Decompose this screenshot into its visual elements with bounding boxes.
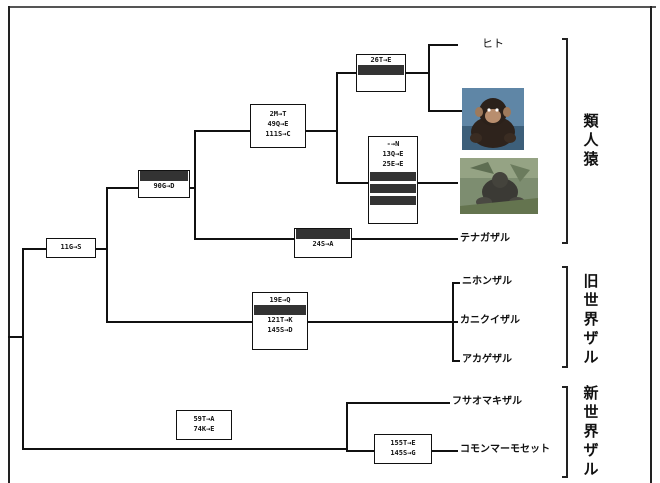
mutation-label bbox=[370, 184, 416, 193]
bracket-great-apes bbox=[562, 38, 568, 244]
leaf-human: ヒト bbox=[482, 38, 504, 50]
root-stub bbox=[8, 336, 22, 338]
branch-chimp bbox=[428, 110, 462, 112]
frame-top-border bbox=[8, 6, 656, 8]
node-marmoset-mutations: 155T→E 145S→G bbox=[374, 434, 432, 464]
leaf-capuchin: フサオマキザル bbox=[452, 396, 522, 408]
newworld-vertical bbox=[346, 402, 348, 452]
great-apes-vertical bbox=[336, 72, 338, 182]
mutation-label bbox=[370, 172, 416, 181]
node-great-apes-mutations: 2M→T 49Q→E 111S→C bbox=[250, 104, 306, 148]
leaf-gibbon: テナガザル bbox=[460, 233, 510, 245]
node-gorilla-mutations: -→N 13Q→E 25E→E bbox=[368, 136, 418, 224]
mutation-label: 2M→T bbox=[251, 109, 305, 119]
mutation-label: 19E→Q bbox=[253, 295, 307, 305]
group-label-new-world-monkeys: 新 世 界 ザ ル bbox=[582, 384, 600, 479]
mutation-label bbox=[254, 305, 306, 315]
frame-left-border bbox=[8, 6, 10, 483]
old-world-vertical bbox=[452, 282, 454, 360]
branch-root-newworld bbox=[22, 448, 346, 450]
node-apes-mutations: 90G→D bbox=[138, 170, 190, 198]
apes-vertical bbox=[194, 130, 196, 238]
mutation-label: 11G→S bbox=[47, 242, 95, 252]
leaf-marmoset: コモンマーモセット bbox=[460, 444, 550, 456]
node-human-chimp-mutations: 26T→E bbox=[356, 54, 406, 92]
mutation-label: 111S→C bbox=[251, 129, 305, 139]
group-label-old-world-monkeys: 旧 世 界 ザ ル bbox=[582, 272, 600, 367]
node-old-world-mutations: 19E→Q 121T→K 145S→D bbox=[252, 292, 308, 350]
mutation-label: 59T→A bbox=[177, 414, 231, 424]
bracket-old-world bbox=[562, 266, 568, 368]
gorilla-photo bbox=[460, 158, 538, 214]
mutation-label: 74K→E bbox=[177, 424, 231, 434]
branch-rhesus bbox=[452, 360, 460, 362]
branch-japanese-macaque bbox=[452, 282, 460, 284]
mutation-label bbox=[296, 229, 350, 239]
frame-right-border bbox=[650, 6, 652, 483]
mutation-label: 25E→E bbox=[369, 159, 417, 169]
branch-capuchin bbox=[346, 402, 450, 404]
mutation-label: 49Q→E bbox=[251, 119, 305, 129]
mutation-label: -→N bbox=[369, 139, 417, 149]
leaf-rhesus-macaque: アカゲザル bbox=[462, 354, 512, 366]
branch-human bbox=[428, 44, 458, 46]
mutation-label: 121T→K bbox=[253, 315, 307, 325]
mutation-label: 90G→D bbox=[139, 181, 189, 191]
node-new-world-mutations: 59T→A 74K→E bbox=[176, 410, 232, 440]
chimpanzee-photo bbox=[462, 88, 524, 150]
root-vertical bbox=[22, 248, 24, 448]
group-label-great-apes: 類 人 猿 bbox=[582, 112, 600, 169]
mutation-label bbox=[370, 196, 416, 205]
mutation-label bbox=[358, 65, 404, 75]
mutation-label bbox=[140, 171, 188, 181]
mutation-label: 13Q→E bbox=[369, 149, 417, 159]
bracket-new-world bbox=[562, 386, 568, 478]
leaf-crab-eating-macaque: カニクイザル bbox=[460, 315, 520, 327]
mutation-label: 145S→D bbox=[253, 325, 307, 335]
mutation-label: 145S→G bbox=[375, 448, 431, 458]
mutation-label: 26T→E bbox=[357, 55, 405, 65]
node-root-mutations: 11G→S bbox=[46, 238, 96, 258]
human-chimp-vertical bbox=[428, 44, 430, 110]
catarrhini-vertical bbox=[106, 187, 108, 321]
mutation-label: 24S→A bbox=[295, 239, 351, 249]
leaf-japanese-macaque: ニホンザル bbox=[462, 276, 512, 288]
node-gibbon-mutations: 24S→A bbox=[294, 228, 352, 258]
mutation-label: 155T→E bbox=[375, 438, 431, 448]
